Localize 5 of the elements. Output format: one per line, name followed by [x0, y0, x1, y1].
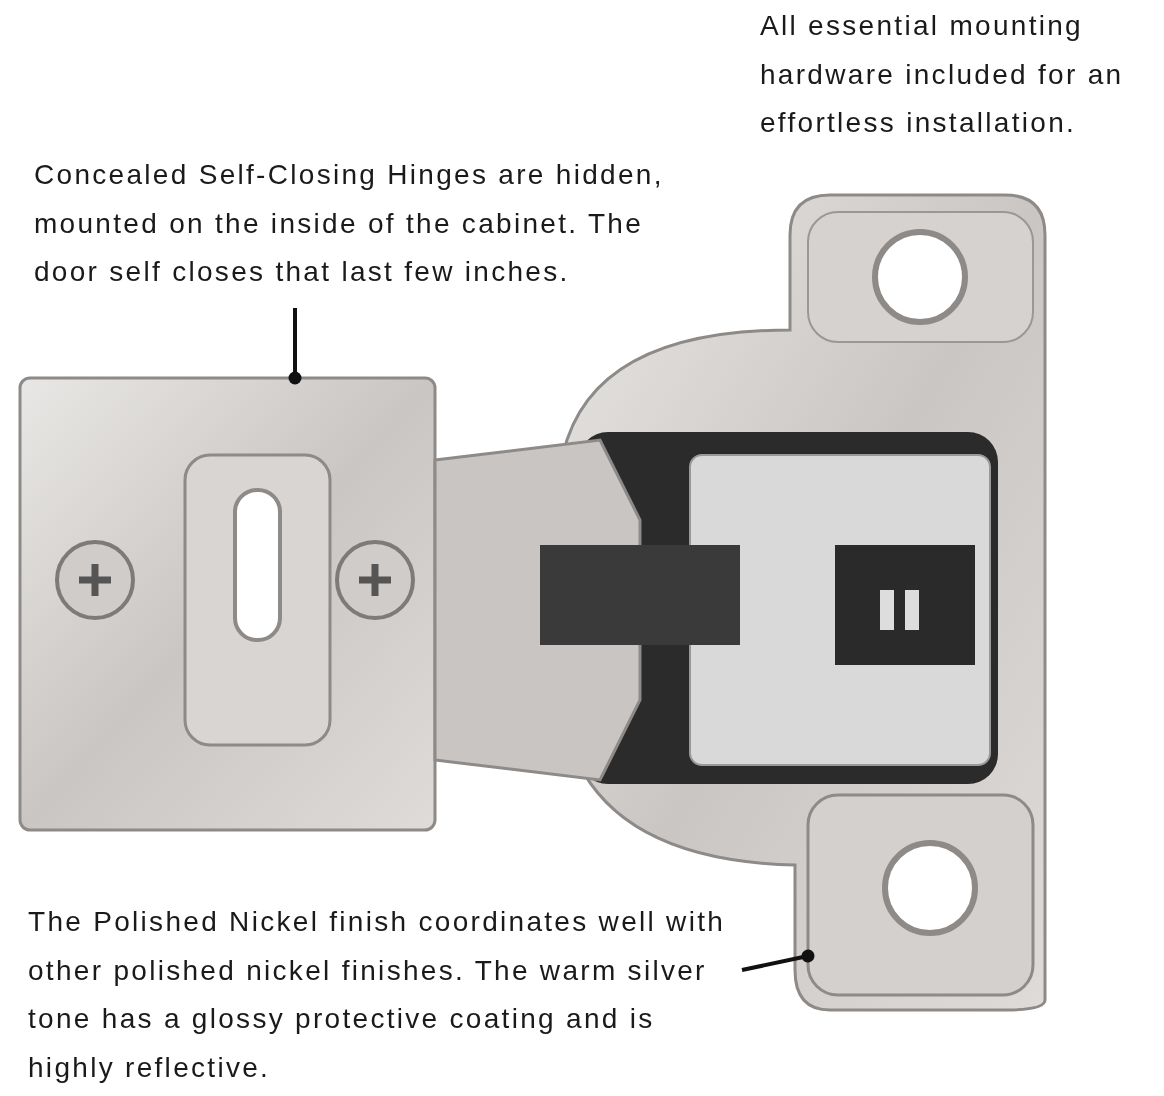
callout-text: Concealed Self-Closing Hinges are hidden, mounted on the inside of the cabinet. The door self closes that last few inches. — [34, 151, 709, 297]
leader-line — [288, 308, 302, 385]
callout-text: The Polished Nickel finish coordinates well with other polished nickel finishes. The warm silver tone has a glossy protective coating and is highly reflective. — [28, 898, 733, 1092]
leader-line — [741, 949, 815, 972]
note-text: All essential mounting hardware included for an effortless installation. — [760, 9, 1125, 140]
